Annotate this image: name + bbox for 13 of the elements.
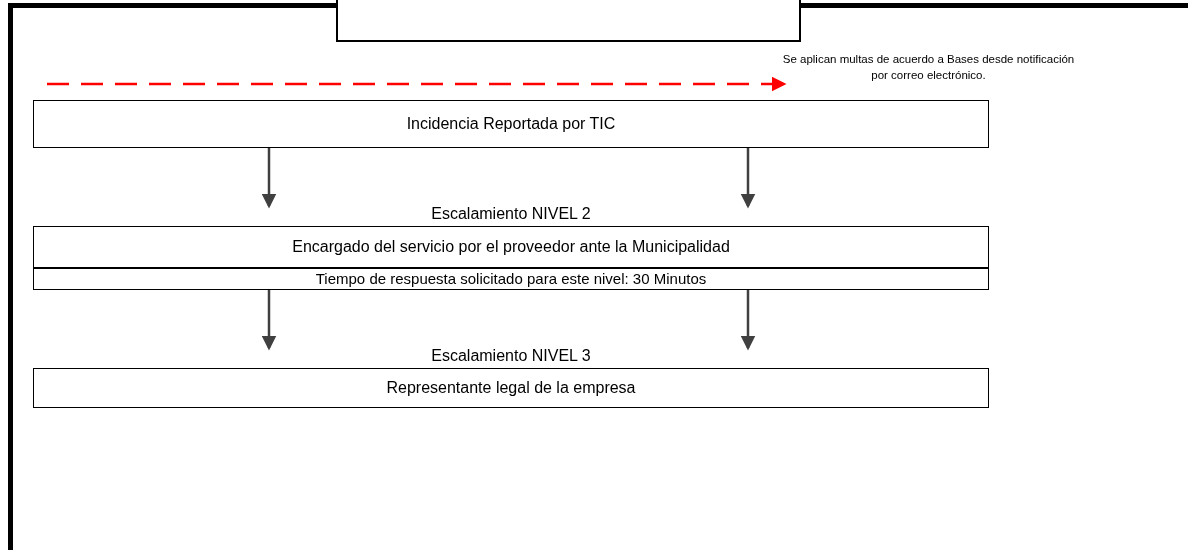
process-box: Tiempo de respuesta solicitado para este nivel: 30 Minutos: [33, 268, 989, 290]
title-box: [336, 0, 801, 42]
arrow: [740, 290, 756, 351]
process-box: Incidencia Reportada por TIC: [33, 100, 989, 148]
arrow: [740, 148, 756, 209]
arrow: [261, 148, 277, 209]
arrow: [261, 290, 277, 351]
process-box: Representante legal de la empresa: [33, 368, 989, 408]
level-heading: Escalamiento NIVEL 2: [431, 206, 591, 224]
note-text: Se aplican multas de acuerdo a Bases desde notificación por correo electrónico.: [781, 52, 1076, 83]
dashed-arrow: [47, 76, 787, 92]
process-box: Encargado del servicio por el proveedor ante la Municipalidad: [33, 226, 989, 268]
level-heading: Escalamiento NIVEL 3: [431, 348, 591, 366]
